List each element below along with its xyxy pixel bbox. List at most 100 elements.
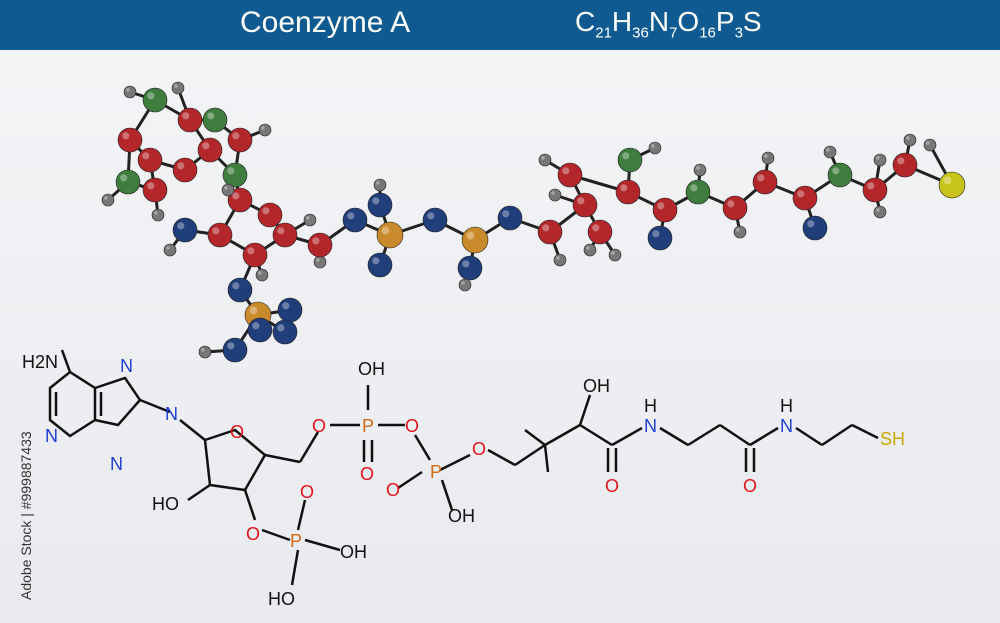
- oxygen-label: O: [386, 480, 400, 500]
- amine-label: H2N: [22, 352, 58, 372]
- sulfur-atom: [938, 171, 966, 199]
- phosphorus-label: P: [290, 531, 302, 551]
- hydrogen-atom: [303, 213, 317, 227]
- formula-subscript: 16: [699, 24, 716, 42]
- atom-highlight: [943, 176, 952, 185]
- oxygen-atom: [497, 205, 523, 231]
- hydrogen-atom: [553, 253, 567, 267]
- formula-element: C: [575, 6, 596, 37]
- carbon-atom: [242, 242, 268, 268]
- amide-nitrogen-label: N: [644, 416, 657, 436]
- thiol-label: SH: [880, 429, 905, 449]
- hydrogen-atom: [198, 345, 212, 359]
- phosphorus-atom: [376, 221, 404, 249]
- carbon-atom: [257, 202, 283, 228]
- atom-highlight: [807, 220, 815, 228]
- carbon-atom: [652, 197, 678, 223]
- atom-highlight: [202, 142, 210, 150]
- atom-highlight: [312, 237, 320, 245]
- atom-highlight: [541, 156, 545, 160]
- hydrogen-atom: [648, 141, 662, 155]
- hydrogen-atom: [733, 225, 747, 239]
- atom-highlight: [876, 156, 880, 160]
- oxygen-atom: [647, 225, 673, 251]
- hydroxyl-label: HO: [268, 589, 295, 609]
- atom-highlight: [262, 207, 270, 215]
- atom-highlight: [104, 196, 108, 200]
- carbon-atom: [227, 187, 253, 213]
- amide-nitrogen-label: N: [780, 416, 793, 436]
- atom-highlight: [556, 256, 560, 260]
- atom-highlight: [227, 167, 235, 175]
- ring-oxygen-label: O: [230, 422, 244, 442]
- atom-highlight: [736, 228, 740, 232]
- atom-highlight: [261, 126, 265, 130]
- atom-highlight: [154, 211, 158, 215]
- atom-highlight: [147, 92, 155, 100]
- atom-highlight: [651, 144, 655, 148]
- carbon-atom: [862, 177, 888, 203]
- carbon-atom: [587, 219, 613, 245]
- formula-subscript: 3: [734, 24, 743, 42]
- hydrogen-atom: [123, 85, 137, 99]
- atom-highlight: [122, 132, 130, 140]
- oxygen-atom: [342, 207, 368, 233]
- hydrogen-atom: [903, 133, 917, 147]
- atom-highlight: [232, 132, 240, 140]
- hydrogen-atom: [823, 145, 837, 159]
- atom-highlight: [592, 224, 600, 232]
- oxygen-label: O: [472, 439, 486, 459]
- nitrogen-label: N: [120, 356, 133, 376]
- oxygen-label: O: [312, 416, 326, 436]
- atom-highlight: [277, 227, 285, 235]
- carbon-atom: [307, 232, 333, 258]
- atom-highlight: [542, 224, 550, 232]
- skeletal-labels: H2N N N N N O HO O OH P O O P O OH O OH …: [22, 352, 905, 609]
- carbon-atom: [172, 157, 198, 183]
- nitrogen-atom: [115, 169, 141, 195]
- atom-highlight: [120, 174, 128, 182]
- stock-watermark-id: Adobe Stock | #999887433: [18, 431, 34, 600]
- carbon-atom: [207, 222, 233, 248]
- atom-highlight: [126, 88, 130, 92]
- atom-highlight: [690, 184, 698, 192]
- atom-highlight: [696, 166, 700, 170]
- skeletal-bonds: [48, 349, 879, 586]
- hydrogen-atom: [693, 163, 707, 177]
- nitrogen-atom: [142, 87, 168, 113]
- phosphorus-label: P: [362, 416, 374, 436]
- nitrogen-label: N: [165, 404, 178, 424]
- nitrogen-atom: [827, 162, 853, 188]
- atom-highlight: [227, 342, 235, 350]
- atom-highlight: [232, 192, 240, 200]
- phosphorus-atom: [461, 226, 489, 254]
- atom-highlight: [622, 152, 630, 160]
- oxygen-atom: [457, 255, 483, 281]
- hydrogen-atom: [151, 208, 165, 222]
- phosphorus-label: P: [430, 462, 442, 482]
- atom-highlight: [249, 306, 258, 315]
- atom-highlight: [867, 182, 875, 190]
- atom-highlight: [832, 167, 840, 175]
- hydroxyl-label: OH: [583, 376, 610, 396]
- formula-element: N: [648, 6, 670, 37]
- hydroxyl-label: OH: [358, 359, 385, 379]
- carbon-atom: [752, 169, 778, 195]
- atom-highlight: [551, 191, 555, 195]
- carbon-atom: [197, 137, 223, 163]
- oxygen-atom: [422, 207, 448, 233]
- atom-highlight: [316, 258, 320, 262]
- title-bar: Coenzyme A C21H36N7O16P3S: [0, 0, 1000, 50]
- atom-highlight: [826, 148, 830, 152]
- oxygen-label: O: [360, 464, 374, 484]
- atom-highlight: [347, 212, 355, 220]
- formula-subscript: 21: [595, 24, 612, 42]
- atom-highlight: [224, 186, 228, 190]
- carbonyl-oxygen-label: O: [743, 476, 757, 496]
- nitrogen-atom: [685, 179, 711, 205]
- carbon-atom: [227, 127, 253, 153]
- atom-highlight: [466, 231, 475, 240]
- hydroxyl-label: OH: [448, 506, 475, 526]
- atom-highlight: [258, 271, 262, 275]
